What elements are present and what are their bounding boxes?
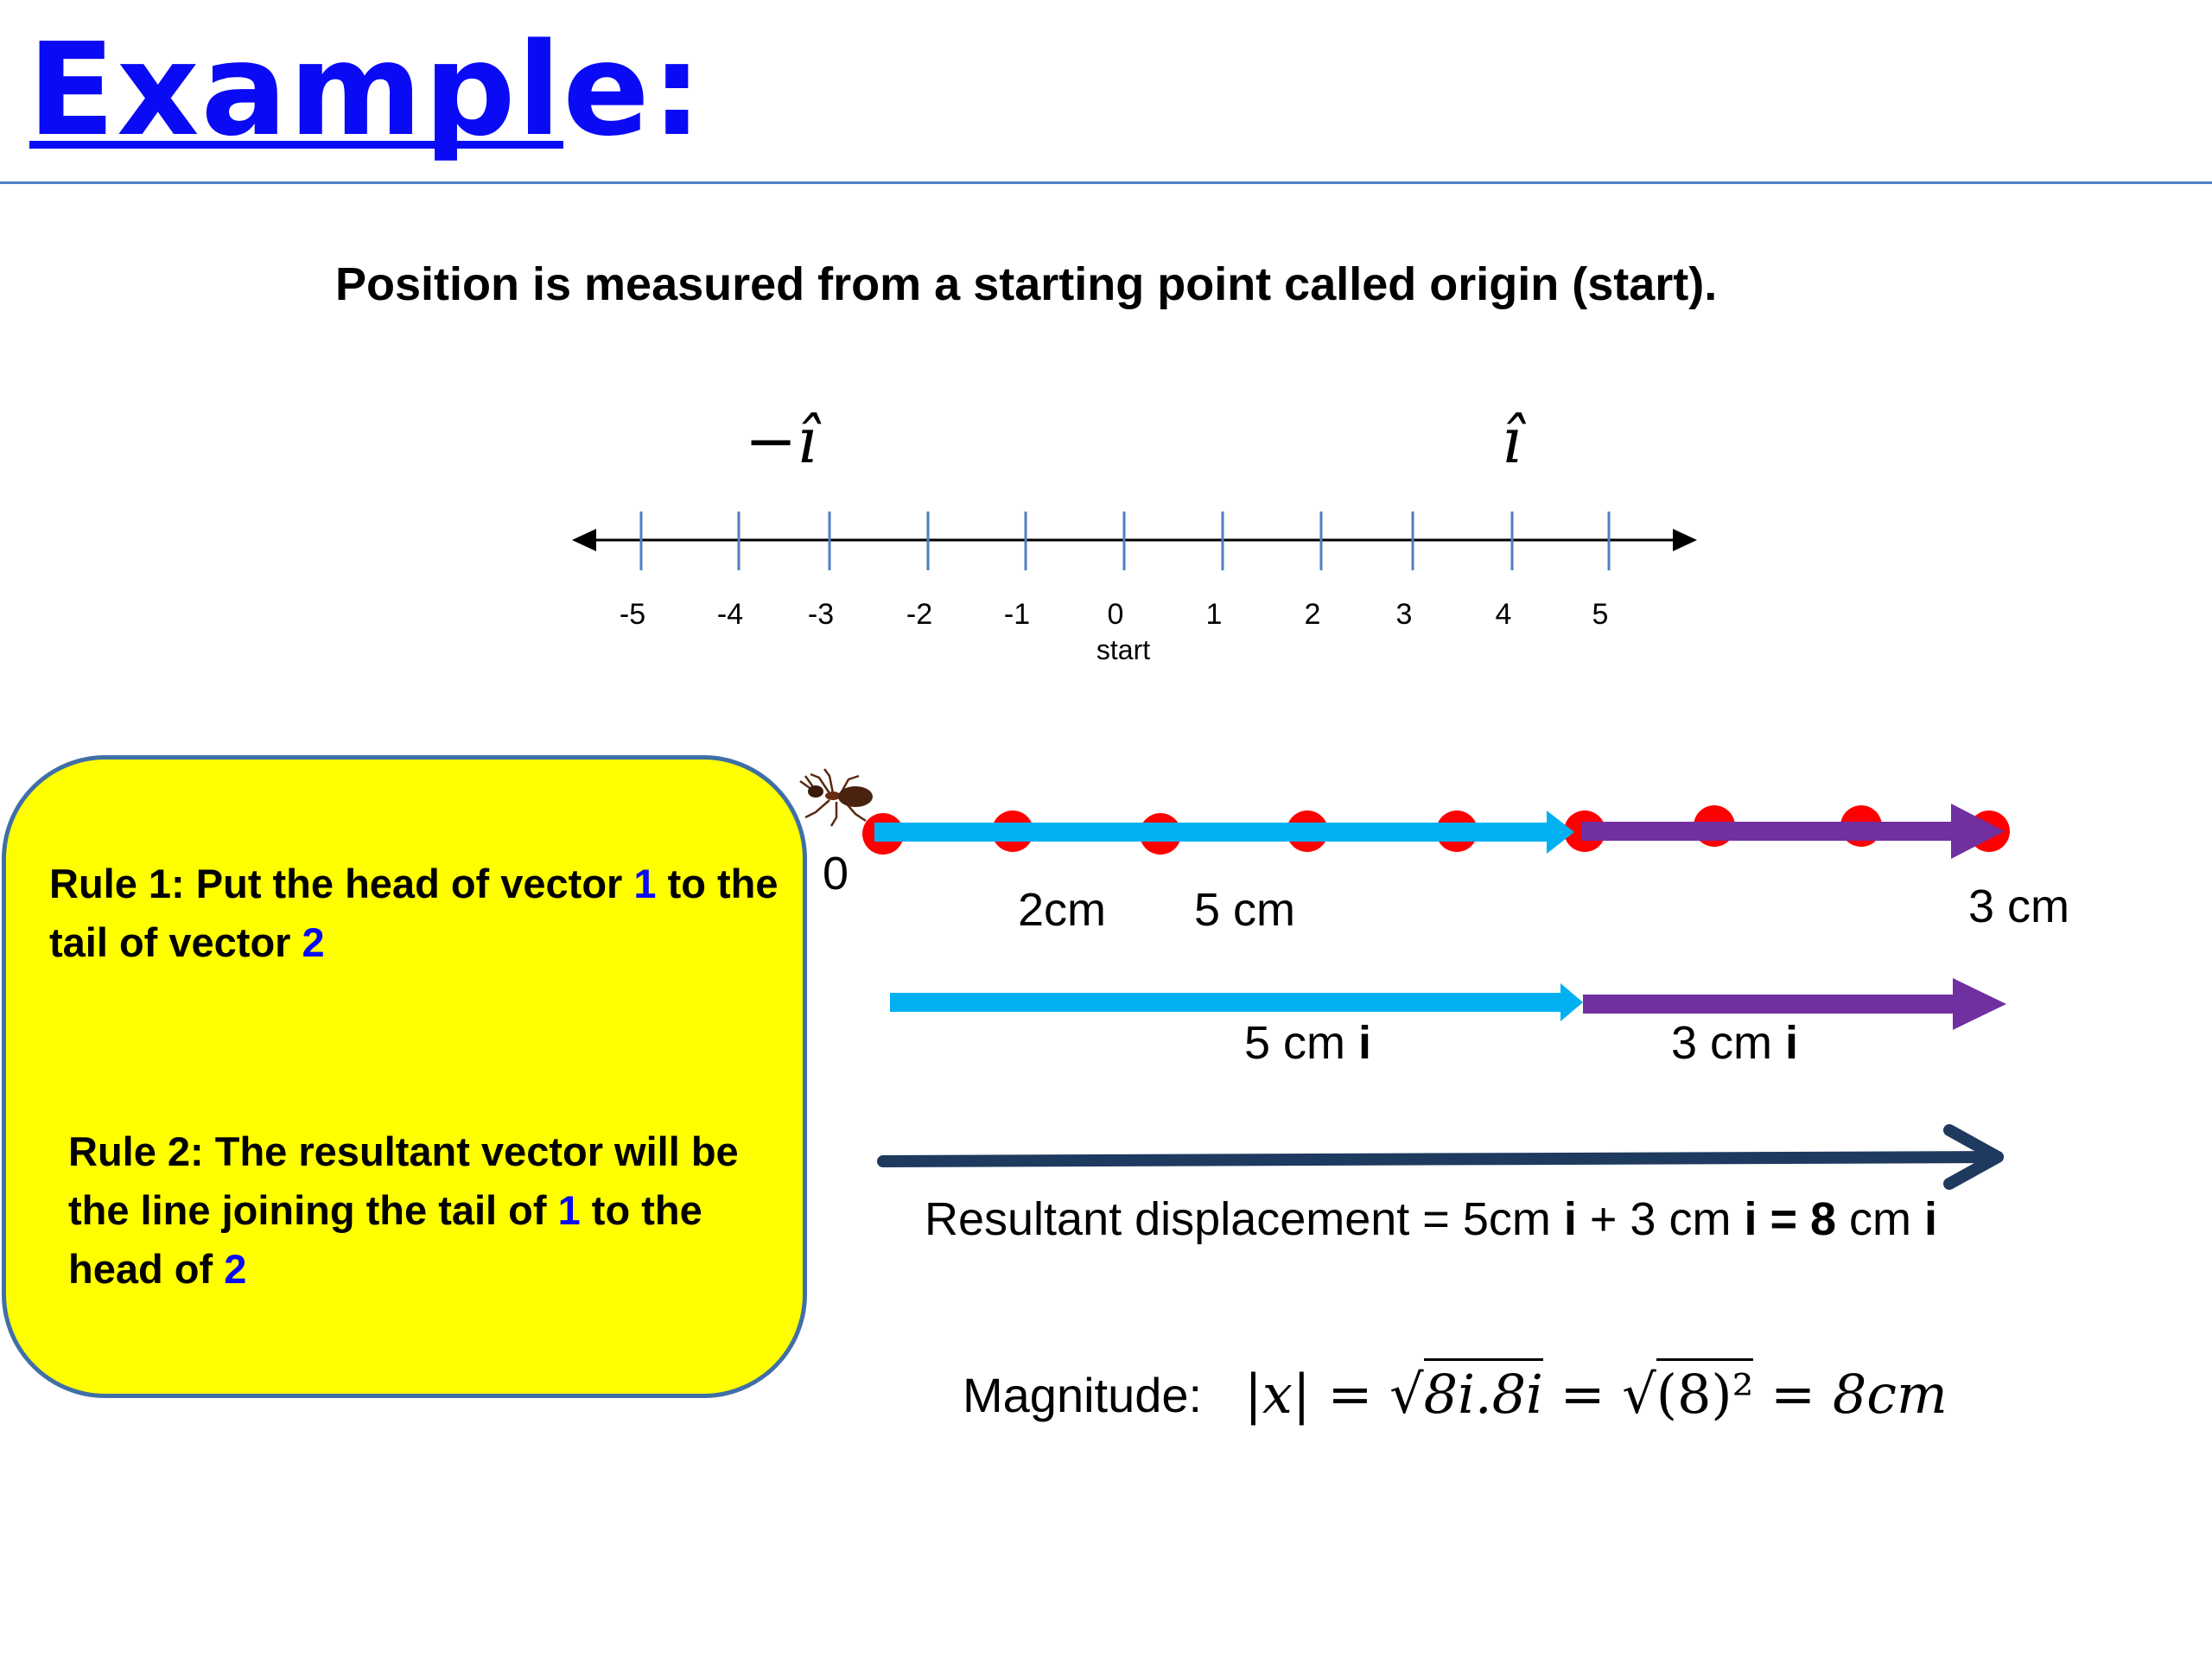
number-line-tick-label: 0 <box>1107 598 1124 631</box>
number-line-left-arrow <box>572 529 596 551</box>
origin-start-label: start <box>1096 634 1151 665</box>
vector1-row2-head <box>1560 983 1583 1021</box>
vector2-row2-head <box>1953 978 2006 1030</box>
rule-1-text: Rule 1: Put the head of vector 1 to the … <box>49 861 779 965</box>
resultant-equation: Resultant displacement = 5cm i + 3 cm i … <box>925 1193 1938 1245</box>
magnitude-equation: |x| = √8i.8i = √(8)² = 8cm <box>1244 1358 1948 1426</box>
vector2-label: 3 cm i <box>1671 1017 1799 1069</box>
page-title: Example: <box>28 16 704 164</box>
origin-zero-label: 0 <box>823 848 849 899</box>
number-line-right-arrow <box>1673 529 1697 551</box>
number-line-tick-label: -3 <box>807 598 835 631</box>
number-line-tick-label: -5 <box>619 598 646 631</box>
vector-number: 2 <box>302 919 325 965</box>
subtitle: Position is measured from a starting poi… <box>335 258 1718 310</box>
label-5cm: 5 cm <box>1194 884 1296 936</box>
number-line-tick-label: -1 <box>1003 598 1031 631</box>
number-line-ticks <box>639 512 1611 570</box>
magnitude-label: Magnitude: <box>963 1368 1203 1422</box>
vector1-label: 5 cm i <box>1244 1017 1372 1069</box>
resultant-head <box>1943 1124 2004 1190</box>
vector-number: 1 <box>557 1187 581 1233</box>
title-underline <box>29 141 563 149</box>
header-divider <box>0 181 2212 184</box>
label-3cm: 3 cm <box>1968 880 2070 932</box>
negative-unit-vector-label: −î <box>745 404 817 477</box>
label-2cm: 2cm <box>1018 884 1107 936</box>
number-line-tick-label: 5 <box>1592 598 1609 631</box>
rules-box: Rule 1: Put the head of vector 1 to the … <box>2 755 807 1398</box>
vector-number: 2 <box>224 1246 247 1292</box>
vector2-head <box>1951 804 2005 859</box>
positive-unit-vector-label: î <box>1502 404 1522 477</box>
resultant-line <box>877 1151 2004 1167</box>
number-line-tick-label: 4 <box>1495 598 1512 631</box>
number-line-tick-label: -2 <box>906 598 933 631</box>
number-line-tick-label: 2 <box>1304 598 1321 631</box>
rule-2-text: Rule 2: The resultant vector will be the… <box>68 1128 739 1292</box>
number-line-tick-label: 3 <box>1395 598 1413 631</box>
ant-icon <box>799 768 873 827</box>
vector1-head <box>1547 810 1574 854</box>
vector-number: 1 <box>633 861 657 906</box>
number-line-tick-label: -4 <box>716 598 744 631</box>
number-line-tick-label: 1 <box>1205 598 1223 631</box>
